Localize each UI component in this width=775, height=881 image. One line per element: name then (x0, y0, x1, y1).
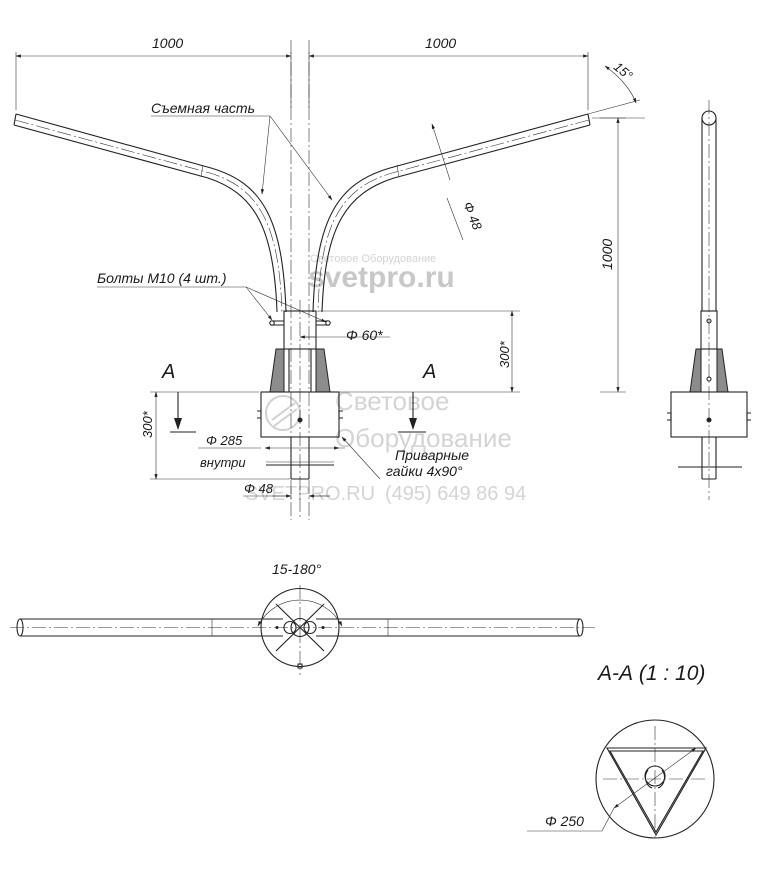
gusset-right (315, 348, 331, 393)
label-bolts: Болты М10 (4 шт.) (97, 270, 226, 286)
top-view: 15-180° (10, 561, 595, 675)
left-arm (15, 113, 287, 313)
dim-sleeve-diameter: Φ 60* (346, 327, 383, 343)
top-base-circle (260, 587, 340, 668)
dim-left-span: 1000 (152, 35, 183, 51)
front-view (13, 40, 591, 520)
dim-tube-diameter: Φ 48 (460, 200, 485, 233)
watermark-small: Световое Оборудование (310, 253, 436, 265)
right-arm (312, 113, 589, 313)
dim-rotation: 15-180° (272, 561, 322, 577)
label-removable-part: Съемная часть (151, 100, 255, 116)
section-view: А-А (1 : 10) Φ 250 (527, 662, 715, 839)
callouts: Съемная часть Болты М10 (4 шт.) Приварны… (97, 100, 469, 480)
dim-base-diameter: Φ 285 (206, 433, 243, 448)
dim-section-diameter: Φ 250 (545, 813, 584, 829)
front-dimensions: 1000 1000 15° Φ 48 1000 Φ 60* 300* 300* (15, 35, 645, 498)
dim-height-1000: 1000 (599, 239, 615, 270)
dim-anchor-diameter: Φ 48 (244, 481, 274, 496)
dim-angle: 15° (611, 59, 636, 83)
label-nuts-1: Приварные (395, 447, 469, 463)
section-marker-right: А (422, 361, 436, 383)
dim-right-span: 1000 (425, 35, 456, 51)
watermark-line2: Оборудование (335, 423, 512, 453)
side-view (667, 100, 751, 500)
watermark-phone: (495) 649 86 94 (385, 483, 526, 505)
section-title: А-А (1 : 10) (596, 662, 705, 685)
dim-height-300-upper: 300* (497, 340, 512, 368)
dim-base-inside: внутри (200, 455, 246, 470)
watermark-site-caps: SVETPRO.RU (245, 483, 375, 505)
section-marker-left: А (161, 361, 175, 383)
gusset-left (269, 348, 285, 393)
watermark-site: svetpro.ru (308, 261, 455, 294)
dim-height-300-lower: 300* (140, 410, 155, 438)
watermark-line1: Световое (335, 386, 449, 416)
watermark: Световое Оборудование svetpro.ru Светово… (245, 253, 526, 505)
label-nuts-2: гайки 4х90° (386, 463, 463, 479)
